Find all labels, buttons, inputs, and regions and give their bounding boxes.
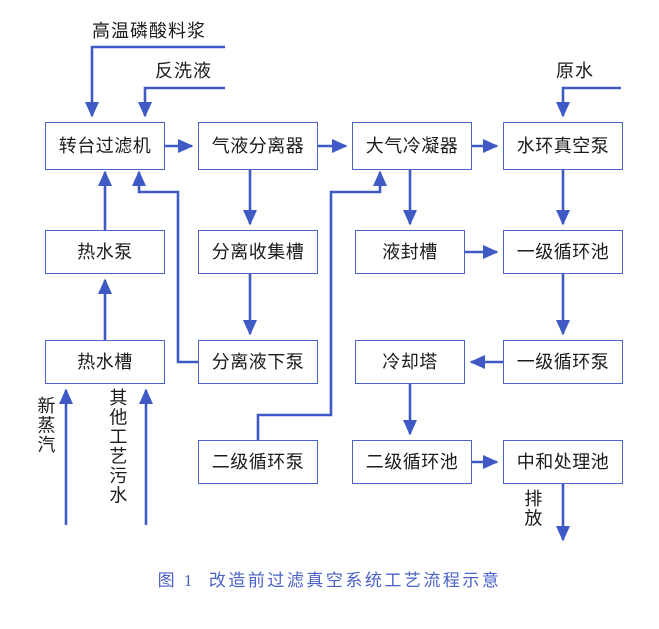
stream-label-other-process-wastewater: 其他工艺污水: [107, 388, 128, 505]
node-secondary-circulation-pump[interactable]: 二级循环泵: [198, 440, 318, 484]
node-label: 大气冷凝器: [365, 136, 459, 156]
node-label: 热水槽: [77, 352, 133, 372]
node-water-ring-vacuum-pump[interactable]: 水环真空泵: [503, 122, 623, 170]
node-hot-water-tank[interactable]: 热水槽: [45, 340, 165, 384]
node-gas-liquid-separator[interactable]: 气液分离器: [198, 122, 318, 170]
node-label: 分离液下泵: [211, 352, 305, 372]
node-label: 热水泵: [77, 242, 133, 262]
node-label: 分离收集槽: [211, 242, 305, 262]
node-primary-circulation-pump[interactable]: 一级循环泵: [503, 340, 623, 384]
figure-caption-number: 图 1: [157, 571, 195, 590]
stream-label-discharge: 排放: [522, 489, 543, 528]
node-label: 中和处理池: [516, 452, 610, 472]
stream-label-fresh-steam: 新蒸汽: [35, 396, 56, 455]
wire-slurry-inlet: [84, 45, 225, 118]
stream-label-hot-phosphoric-slurry: 高温磷酸料浆: [92, 21, 206, 41]
node-hot-water-pump[interactable]: 热水泵: [45, 230, 165, 274]
wire-backwash-inlet: [137, 86, 225, 118]
figure-caption-text: 改造前过滤真空系统工艺流程示意: [208, 571, 502, 590]
node-cooling-tower[interactable]: 冷却塔: [355, 340, 465, 384]
node-primary-circulation-pool[interactable]: 一级循环池: [503, 230, 623, 274]
node-label: 一级循环池: [516, 242, 610, 262]
stream-label-backwash-liquid: 反洗液: [155, 61, 212, 81]
wire-raw-water-inlet: [555, 86, 621, 118]
node-label: 气液分离器: [211, 136, 305, 156]
node-secondary-circulation-pool[interactable]: 二级循环池: [352, 440, 472, 484]
node-separation-collection-tank[interactable]: 分离收集槽: [198, 230, 318, 274]
wire-pump2-to-condenser: [256, 170, 388, 440]
node-label: 一级循环泵: [516, 352, 610, 372]
node-label: 二级循环泵: [211, 452, 305, 472]
node-neutralization-pool[interactable]: 中和处理池: [503, 440, 623, 484]
node-liquid-seal-tank[interactable]: 液封槽: [355, 230, 465, 274]
node-label: 转台过滤机: [58, 136, 152, 156]
node-rotary-filter[interactable]: 转台过滤机: [45, 122, 165, 170]
node-label: 冷却塔: [382, 352, 438, 372]
wire-submersible-to-filter: [131, 170, 198, 364]
figure-caption: 图 1 改造前过滤真空系统工艺流程示意: [0, 566, 659, 591]
node-separation-submersible-pump[interactable]: 分离液下泵: [198, 340, 318, 384]
node-label: 水环真空泵: [516, 136, 610, 156]
node-label: 液封槽: [382, 242, 438, 262]
node-atmospheric-condenser[interactable]: 大气冷凝器: [352, 122, 472, 170]
node-label: 二级循环池: [365, 452, 459, 472]
stream-label-raw-water: 原水: [556, 61, 594, 81]
